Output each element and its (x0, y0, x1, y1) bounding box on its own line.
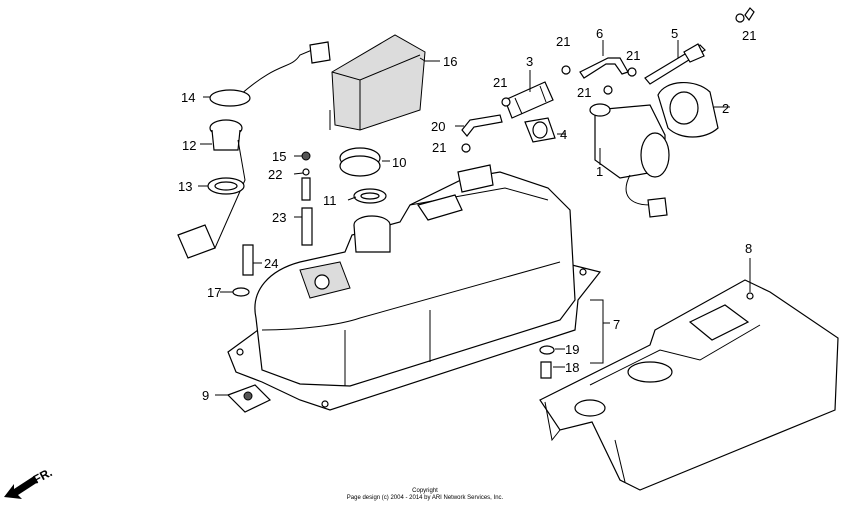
callout-3: 3 (526, 54, 533, 69)
callout-18: 18 (565, 360, 579, 375)
callout-10: 10 (392, 155, 406, 170)
fuel-filter (504, 81, 554, 119)
callout-labels: 1 2 3 4 5 6 7 8 9 10 11 12 13 14 15 16 1… (178, 26, 756, 403)
callout-6: 6 (596, 26, 603, 41)
callout-21b: 21 (493, 75, 507, 90)
callout-21d: 21 (577, 85, 591, 100)
callout-17: 17 (207, 285, 221, 300)
callout-21f: 21 (742, 28, 756, 43)
fuel-tank (227, 164, 602, 411)
callout-11: 11 (323, 193, 337, 208)
tube-clips (461, 13, 745, 153)
fuel-tubes (461, 7, 755, 137)
copyright-line2: Page design (c) 2004 - 2014 by ARI Netwo… (347, 495, 504, 501)
callout-21c: 21 (432, 140, 446, 155)
fasteners (226, 151, 555, 413)
front-direction-arrow: FR. (4, 465, 54, 499)
callout-19: 19 (565, 342, 579, 357)
copyright-line1: Copyright (412, 488, 438, 494)
callout-20: 20 (431, 119, 445, 134)
callout-22: 22 (268, 167, 282, 182)
callout-5: 5 (671, 26, 678, 41)
fuel-gauge-sender (177, 41, 331, 259)
callout-8: 8 (745, 241, 752, 256)
pump-cushion (524, 117, 556, 143)
callout-12: 12 (182, 138, 196, 153)
pump-bracket (657, 81, 719, 138)
callout-4: 4 (560, 127, 567, 142)
copyright: Copyright Page design (c) 2004 - 2014 by… (347, 488, 504, 501)
filler-cap (339, 147, 387, 204)
callout-14: 14 (181, 90, 195, 105)
leader-lines (198, 40, 751, 396)
callout-2: 2 (722, 101, 729, 116)
callout-7: 7 (613, 317, 620, 332)
tank-cover (539, 279, 839, 491)
callout-1: 1 (596, 164, 603, 179)
charcoal-canister (329, 34, 426, 131)
callout-16: 16 (443, 54, 457, 69)
fuel-pump (589, 103, 670, 218)
callout-21e: 21 (626, 48, 640, 63)
callout-9: 9 (202, 388, 209, 403)
callout-23: 23 (272, 210, 286, 225)
arrow-icon (4, 476, 38, 499)
callout-24: 24 (264, 256, 278, 271)
callout-15: 15 (272, 149, 286, 164)
callout-13: 13 (178, 179, 192, 194)
callout-21a: 21 (556, 34, 570, 49)
